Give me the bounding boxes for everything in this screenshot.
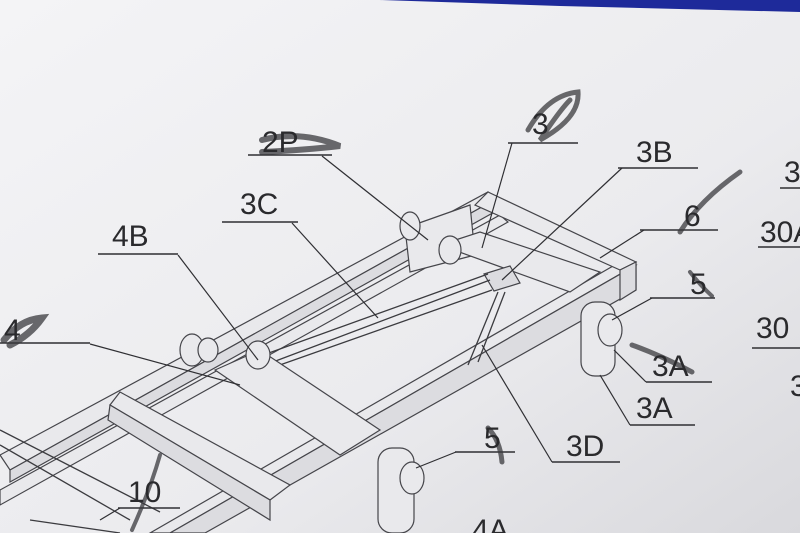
leader-3a-1 — [613, 349, 647, 383]
label-4: 4 — [4, 314, 21, 347]
pencil-scribble — [130, 453, 162, 532]
label-3c: 3C — [240, 188, 278, 221]
label-2p: 2P — [262, 126, 299, 159]
strut-3c — [254, 273, 489, 359]
label-3b: 3B — [636, 136, 673, 169]
leader-3c — [291, 222, 379, 319]
leader-4b — [177, 254, 259, 361]
axle-stub — [197, 337, 219, 363]
label-3: 3 — [532, 108, 549, 141]
leader-3d — [481, 344, 553, 463]
tube-end — [438, 235, 462, 265]
tube-4b — [213, 349, 382, 456]
label-10: 10 — [128, 476, 161, 509]
label-3a-1: 3A — [652, 350, 689, 383]
pencil-scribble — [485, 425, 505, 465]
label-6: 6 — [684, 200, 701, 233]
label-4a: 4A — [472, 514, 509, 533]
label-4b: 4B — [112, 220, 149, 253]
leader-3 — [481, 142, 513, 249]
label-edge-30a: 30A — [760, 216, 800, 249]
strut-3d — [477, 291, 506, 363]
pencil-scribble — [677, 169, 743, 235]
cross-tube-3 — [438, 231, 602, 293]
frame-line — [0, 429, 161, 513]
strut-3d — [467, 291, 499, 366]
leader-10 — [99, 507, 121, 521]
front-crossmember-side — [619, 261, 637, 302]
leader-3a-2 — [599, 374, 631, 426]
frame-line — [29, 519, 121, 533]
leader-4 — [89, 343, 241, 386]
label-5-bottom: 5 — [484, 422, 501, 455]
strut-3c — [264, 279, 491, 366]
label-3d: 3D — [566, 430, 604, 463]
pencil-scribble — [629, 342, 695, 375]
pencil-scribble — [259, 133, 342, 155]
pencil-scribble — [688, 270, 714, 298]
strut-3c — [259, 289, 493, 373]
leader-6 — [599, 229, 645, 259]
leader-3b — [501, 167, 623, 281]
label-3a-2: 3A — [636, 392, 673, 425]
pencil-scribble — [0, 313, 50, 349]
label-edge-3b: 3 — [790, 370, 800, 403]
blue-strip — [380, 0, 800, 12]
label-5-right: 5 — [690, 268, 707, 301]
pin-3a — [597, 313, 623, 347]
frame-line — [0, 444, 131, 521]
pin-5 — [399, 461, 425, 495]
tube-end — [245, 340, 271, 370]
leader-5-bottom — [415, 451, 457, 469]
rear-crossmember-side — [107, 404, 271, 522]
leader-2p — [321, 155, 429, 241]
pencil-scribble — [525, 89, 581, 143]
label-edge-3: 3 — [784, 156, 800, 189]
leader-5-right — [611, 297, 653, 321]
label-edge-30: 30 — [756, 312, 789, 345]
